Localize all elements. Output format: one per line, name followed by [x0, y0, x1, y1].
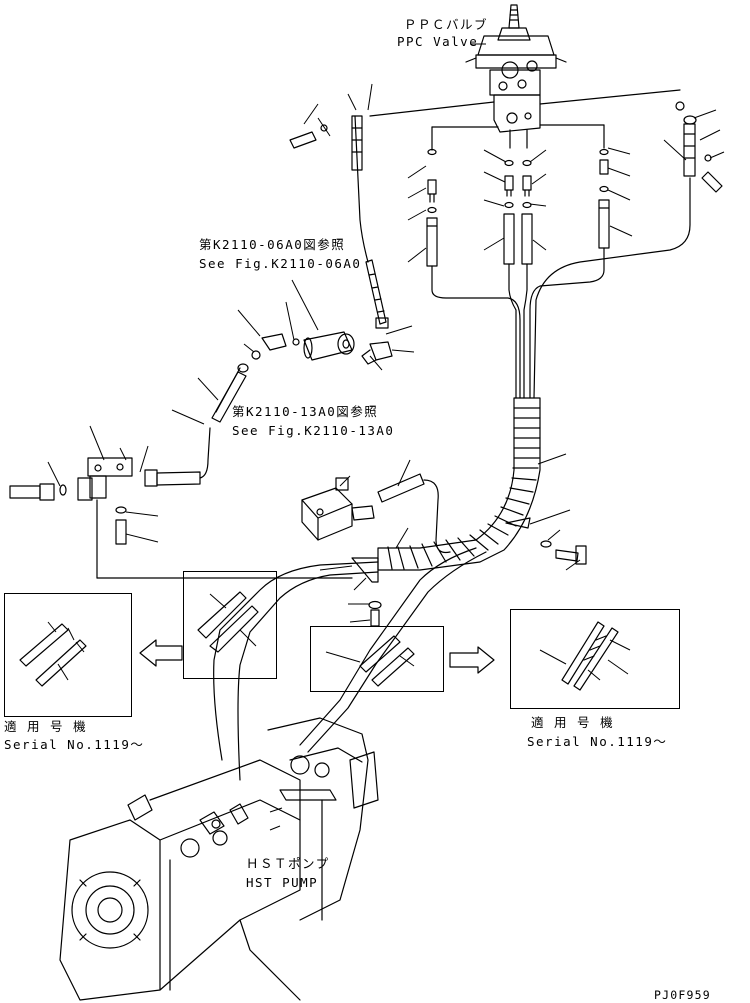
check-valve [289, 115, 393, 365]
drawing-code: PJ0F959 [654, 988, 711, 1002]
reference-fig-06a0-en[interactable]: See Fig.K2110-06A0 [199, 256, 362, 271]
serial-right-en: Serial No.1119～ [527, 734, 668, 749]
manifold-leader-lines [369, 89, 681, 151]
hst-pump-label-en: HST PUMP [246, 875, 319, 890]
valve-fittings [426, 148, 610, 267]
serial-right-jp: 適 用 号 機 [531, 715, 615, 730]
inset-frame-left [4, 593, 132, 717]
top-right-fitting [675, 101, 723, 193]
reference-fig-13a0-jp[interactable]: 第K2110-13A0図参照 [232, 404, 379, 419]
reference-fig-06a0-jp[interactable]: 第K2110-06A0図参照 [199, 237, 346, 252]
left-hose [199, 333, 300, 479]
serial-left-en: Serial No.1119～ [4, 737, 145, 752]
hose-bundle [431, 177, 691, 399]
hst-pump-label-jp: ＨＳＴポンプ [246, 856, 330, 871]
spiral-guard [377, 397, 541, 571]
ppc-valve-label-en: PPC Valve [397, 34, 479, 49]
hst-pump [59, 717, 379, 1001]
tee-block [9, 457, 201, 545]
inset-frame-right [510, 609, 680, 709]
right-inset-hoses [561, 621, 619, 691]
clamp-bolt [505, 517, 587, 565]
ppc-valve [465, 4, 567, 133]
inset-frame-lower [310, 626, 444, 692]
serial-left-jp: 適 用 号 機 [4, 719, 88, 734]
ppc-valve-label-jp: ＰＰＣバルブ [404, 17, 489, 32]
inset-frame-center [183, 571, 277, 679]
inset-arrows [139, 639, 495, 674]
valve-block [301, 473, 451, 554]
center-clamp [351, 557, 382, 627]
lower-inset [359, 635, 415, 687]
reference-fig-13a0-en[interactable]: See Fig.K2110-13A0 [232, 423, 395, 438]
